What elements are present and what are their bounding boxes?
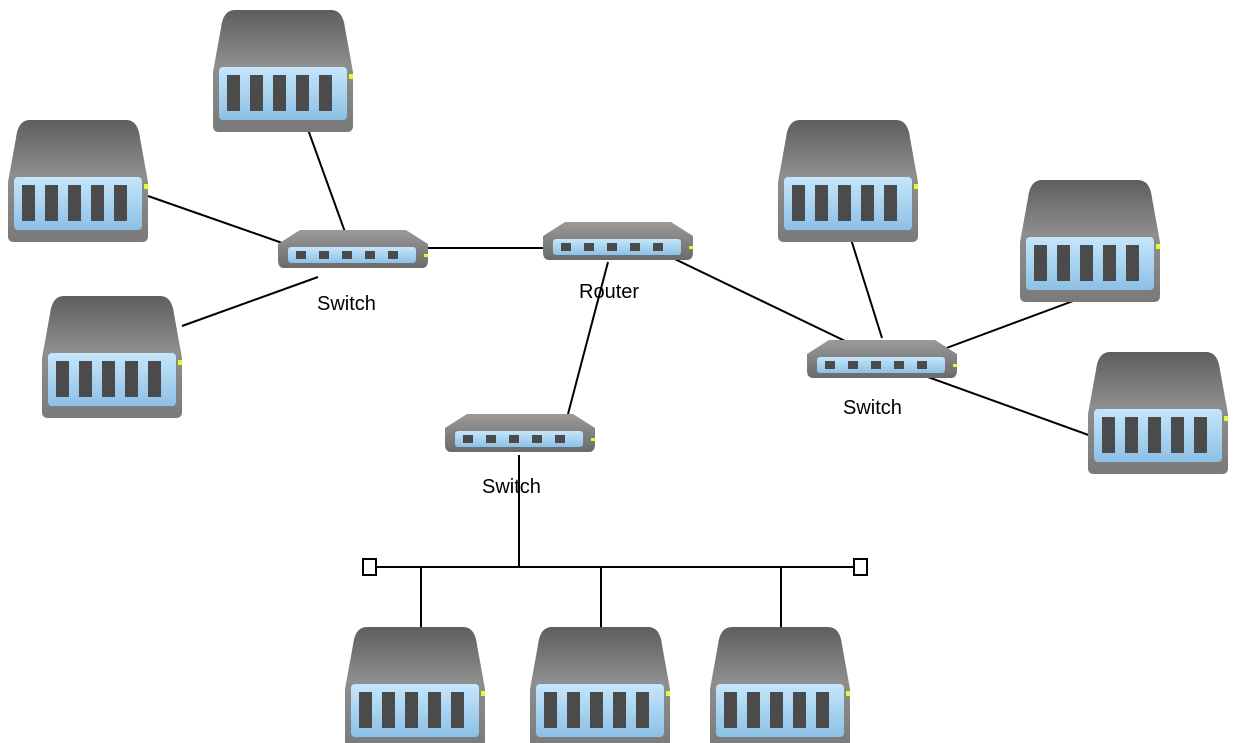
bus-terminator-right-icon: [853, 558, 868, 576]
router-label: Router: [579, 281, 640, 303]
router-icon[interactable]: [543, 222, 693, 260]
host-device-icon[interactable]: [42, 296, 182, 418]
right-switch-icon[interactable]: [807, 340, 957, 378]
link-host-right-mid-to-right-switch: [924, 293, 1093, 357]
left-switch-icon[interactable]: [278, 230, 428, 268]
link-router-to-right-switch: [655, 249, 869, 353]
link-host-right-top-to-right-switch: [849, 235, 883, 339]
host-device-icon[interactable]: [530, 627, 670, 743]
link-host-top-to-left-switch: [305, 123, 346, 233]
right-switch-label: Switch: [843, 397, 902, 419]
link-host-lower-left-to-left-switch: [181, 276, 319, 327]
host-device-icon[interactable]: [8, 120, 148, 242]
link-router-to-bottom-switch: [567, 261, 609, 415]
host-device-icon[interactable]: [213, 10, 353, 132]
host-device-icon[interactable]: [778, 120, 918, 242]
host-device-icon[interactable]: [1088, 352, 1228, 474]
connections: [147, 123, 1131, 630]
bus-terminator-left-icon: [362, 558, 377, 576]
host-device-icon[interactable]: [1020, 180, 1160, 302]
host-device-icon[interactable]: [710, 627, 850, 743]
link-host-mid-left-to-left-switch: [147, 195, 289, 246]
bottom-switch-label: Switch: [482, 476, 541, 498]
host-device-icon[interactable]: [345, 627, 485, 743]
left-switch-label: Switch: [317, 293, 376, 315]
bottom-switch-icon[interactable]: [445, 414, 595, 452]
